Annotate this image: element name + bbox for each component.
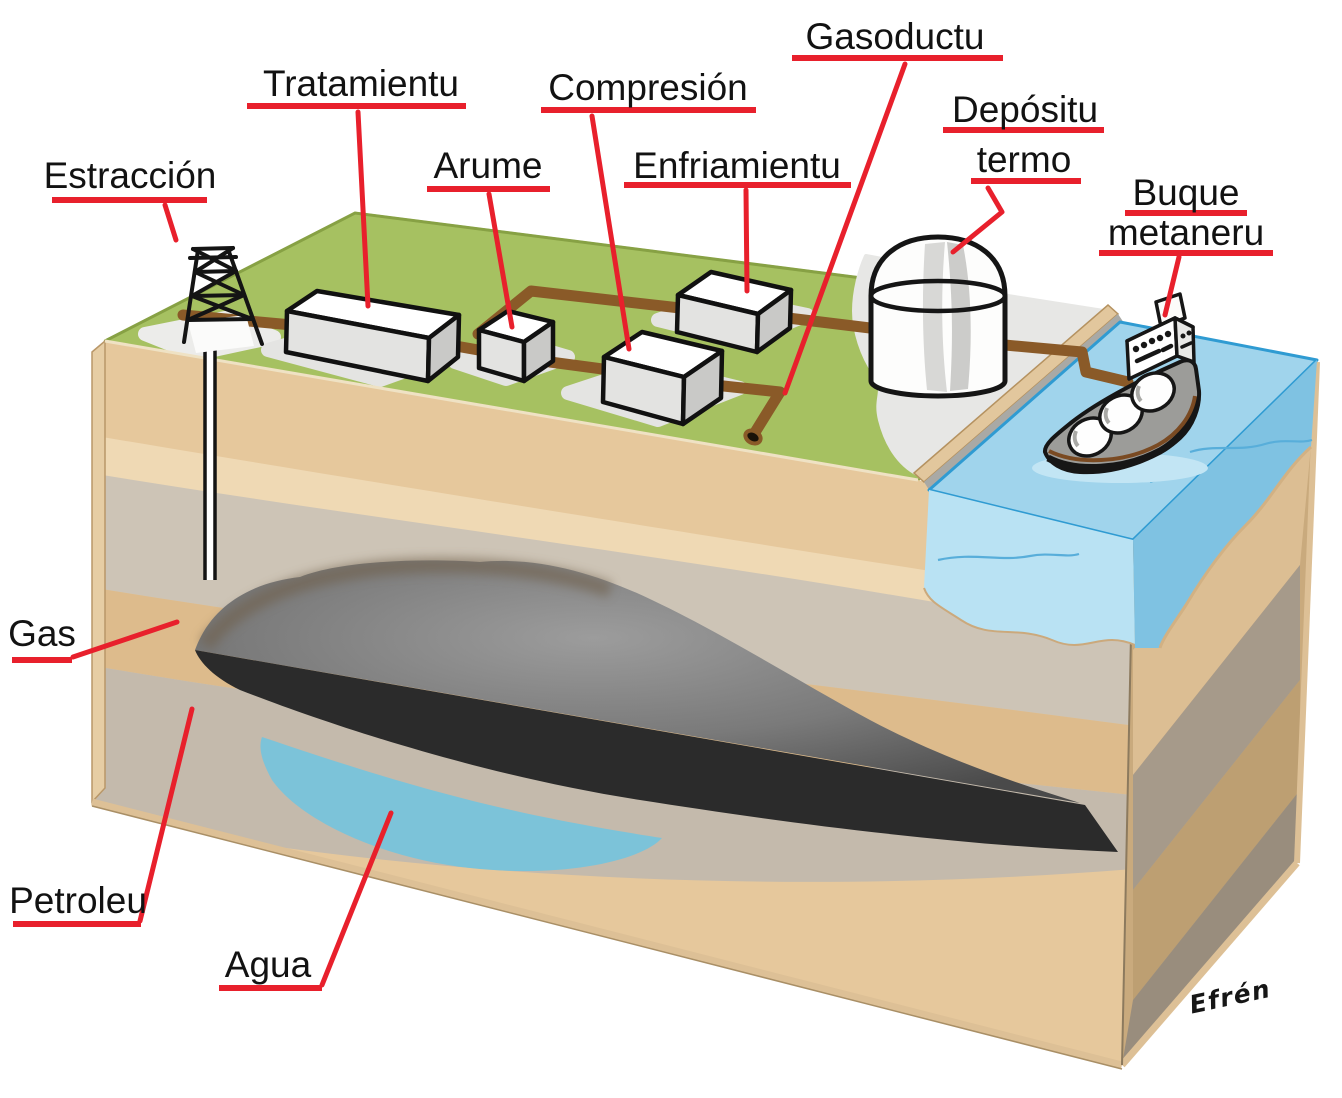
ship-waterline-band — [1046, 396, 1201, 471]
label-petroleu: Petroleu — [9, 880, 147, 921]
front-bottom-line — [91, 805, 1123, 1070]
leader-petroleu — [137, 706, 195, 924]
label-buque: Buque — [1133, 172, 1240, 213]
leader-enfriamientu — [743, 187, 750, 294]
gasoductu-open-end — [743, 428, 763, 446]
label-tratamientu: Tratamientu — [263, 63, 459, 104]
ship-brown-stripe — [1048, 395, 1197, 463]
label-termo: termo — [977, 139, 1072, 180]
label-gas: Gas — [8, 613, 76, 654]
right-stratum-tan — [1133, 680, 1300, 1000]
leader-buque-metaneru — [1162, 254, 1182, 318]
leader-agua — [319, 810, 394, 988]
right-stratum-gray-1 — [1133, 565, 1300, 890]
leader-depositu-termo — [950, 185, 1005, 255]
grass-back-edge — [104, 211, 1011, 343]
leader-arume — [486, 191, 515, 330]
stratum-light-tan — [92, 430, 1133, 650]
label-agua: Agua — [225, 944, 312, 985]
process-buildings — [283, 269, 794, 427]
leader-gasoductu — [782, 61, 908, 396]
arume-building — [476, 308, 556, 384]
ship-windows — [1132, 330, 1193, 364]
artist-signature: Efrén — [1187, 974, 1274, 1020]
label-enfriamientu: Enfriamientu — [633, 145, 841, 186]
compresion-building — [600, 329, 725, 427]
enfriamientu-building — [674, 269, 794, 355]
right-side-trim — [1294, 361, 1320, 864]
pipe-compresion-to-gasoductu — [708, 379, 786, 440]
lng-spheres — [1067, 371, 1176, 458]
label-depositu: Depósitu — [952, 89, 1098, 130]
label-compresion: Compresión — [548, 67, 747, 108]
derrick-base — [188, 315, 254, 353]
leader-compresion — [589, 113, 632, 352]
right-bottom-trim — [1119, 860, 1300, 1068]
block-edges — [91, 339, 1320, 1070]
sea-front-shore-line — [923, 587, 1136, 646]
underwater-slope-line — [1158, 445, 1312, 649]
front-bottom-trim — [91, 798, 1123, 1069]
label-gasoductu: Gasoductu — [806, 16, 985, 57]
reservoir — [195, 557, 1118, 872]
lng-carrier-ship — [1032, 292, 1208, 483]
well-bore — [203, 346, 217, 580]
pipe-tank-to-ship — [977, 337, 1134, 388]
quay-wall — [924, 314, 1124, 493]
pipe-arume-to-compresion — [544, 356, 616, 376]
label-estraccion: Estracción — [44, 155, 217, 196]
label-texts: Estracción Tratamientu Arume Compresión … — [8, 16, 1264, 985]
sea-front-face — [924, 490, 1135, 645]
caprock-smudge — [198, 557, 613, 651]
pipelines — [177, 285, 1134, 440]
oil-derrick — [182, 246, 264, 353]
right-stratum-sand — [1133, 445, 1311, 775]
water-layer — [260, 737, 662, 872]
label-leader-lines — [70, 61, 1182, 988]
leader-tratamientu — [355, 109, 371, 309]
lng-storage-tank — [868, 234, 1008, 399]
label-arume: Arume — [434, 145, 543, 186]
oil-layer — [195, 650, 1118, 852]
pipe-enfriamientu-to-tank — [782, 312, 876, 334]
sea-right-face — [1133, 360, 1317, 648]
tratamientu-building — [283, 288, 462, 384]
leader-gas — [70, 619, 180, 660]
label-underlines — [12, 55, 1273, 991]
gas-pocket — [195, 560, 1080, 803]
grass-front-trim — [104, 339, 919, 482]
leader-estraccion — [162, 202, 179, 243]
left-edge-sliver — [91, 339, 106, 804]
right-stratum-gray-2 — [1122, 790, 1300, 1065]
label-metaneru: metaneru — [1108, 212, 1264, 253]
